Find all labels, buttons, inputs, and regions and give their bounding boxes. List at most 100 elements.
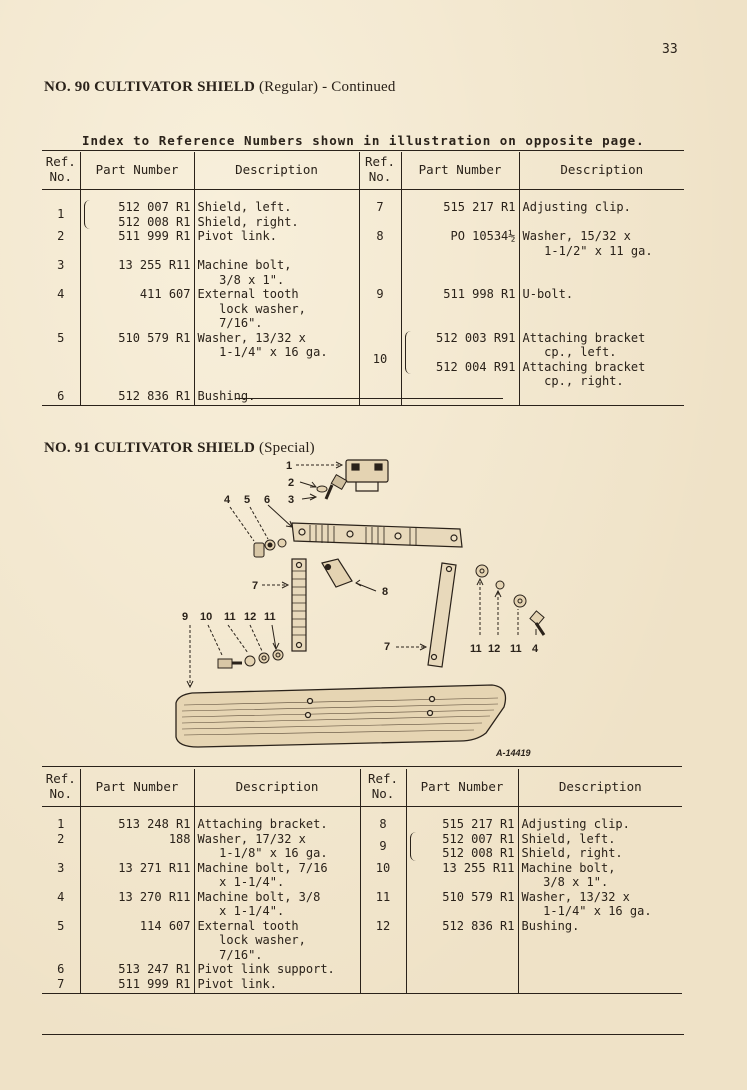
part-number: 511 999 R1 [118, 976, 191, 991]
part-number-cell: 13 270 R11 [80, 889, 195, 919]
col-ref-header: Ref. No. [360, 769, 407, 807]
figure-id: A-14419 [495, 748, 531, 758]
ref-number: 9 [360, 831, 407, 861]
part-number: 512 007 R1 [442, 831, 515, 846]
part-number: 515 217 R1 [442, 817, 515, 831]
ref-number: 10 [359, 330, 402, 389]
description-line: Pivot link. [197, 976, 277, 991]
description-line: Washer, 15/32 x [522, 229, 631, 243]
description-cell: Shield, left.Shield, right. [518, 832, 682, 861]
part-number [413, 345, 516, 360]
description-line: Bushing. [521, 918, 580, 933]
col-desc-header: Description [194, 152, 360, 190]
part-number-cell: 13 255 R11 [80, 258, 195, 287]
description-line: 1-1/8" x 16 ga. [197, 846, 328, 860]
description-line: Adjusting clip. [522, 200, 631, 214]
part-number-cell: 13 255 R11 [406, 860, 519, 890]
part-number: 411 607 [139, 287, 191, 301]
lock-washer-part [253, 538, 287, 558]
col-ref-header: Ref. No. [359, 152, 402, 190]
description-line: Washer, 13/32 x [197, 330, 306, 345]
col-desc-header: Description [518, 769, 682, 807]
part-number-cell: 510 579 R1 [80, 330, 195, 389]
part-number-cell: 513 248 R1 [80, 806, 195, 832]
group-brace [404, 330, 411, 374]
part-number: 13 270 R11 [118, 889, 191, 904]
col-ref-header: Ref. No. [42, 152, 81, 190]
part-number: 13 255 R11 [442, 860, 515, 875]
description-cell: Machine bolt, 3/8 x 1-1/4". [194, 889, 361, 919]
ref-number: 4 [42, 889, 81, 919]
page-number: 33 [662, 42, 678, 57]
part-number: 511 998 R1 [443, 287, 516, 301]
parts-table-90: Ref. No. Part Number Description Ref. No… [42, 152, 684, 406]
description-cell: Washer, 17/32 x 1-1/8" x 16 ga. [194, 831, 361, 861]
description-cell: Attaching bracket cp., left.Attaching br… [519, 331, 684, 389]
callout-11: 11 [510, 643, 522, 655]
callout-5: 5 [244, 494, 250, 506]
description-line: Machine bolt, 7/16 [197, 860, 328, 875]
empty-cell [401, 388, 520, 406]
section-91-subtitle: (Special) [258, 440, 315, 456]
empty-cell [518, 976, 682, 994]
part-number: 513 248 R1 [118, 817, 191, 831]
description-line: 3/8 x 1". [197, 272, 285, 287]
description-cell: Pivot link support. [194, 962, 361, 977]
part-number: 512 004 R91 [436, 359, 516, 374]
description-line: Washer, 13/32 x [521, 889, 630, 904]
part-number: 512 836 R1 [442, 918, 515, 933]
section-90-title: NO. 90 CULTIVATOR SHIELD [44, 79, 255, 95]
description-line: Shield, right. [521, 846, 623, 860]
callout-11: 11 [264, 611, 276, 623]
ref-number: 4 [42, 287, 81, 331]
description-cell: Pivot link. [194, 976, 361, 994]
pivot-link-part [291, 558, 307, 652]
description-line: 1-1/4" x 16 ga. [521, 904, 652, 918]
empty-cell [406, 962, 519, 977]
ref-number: 1 [42, 189, 81, 229]
description-cell: Machine bolt, 7/16 x 1-1/4". [194, 860, 361, 890]
empty-cell [360, 962, 407, 977]
description-line: 7/16". [197, 947, 263, 962]
callout-11: 11 [470, 643, 482, 655]
description-cell: Washer, 15/32 x 1-1/2" x 11 ga. [519, 229, 684, 258]
part-number-cell: 511 999 R1 [80, 229, 195, 258]
description-line: Attaching bracket. [197, 817, 328, 831]
col-part-header: Part Number [401, 152, 520, 190]
description-line: Adjusting clip. [521, 817, 630, 831]
ref-number: 3 [42, 860, 81, 890]
section-90-heading: NO. 90 CULTIVATOR SHIELD (Regular) - Con… [44, 79, 396, 96]
col-part-header: Part Number [80, 769, 195, 807]
ref-number: 2 [42, 831, 81, 861]
part-number-cell: 511 999 R1 [80, 976, 195, 994]
description-line: lock washer, [197, 301, 306, 316]
description-line: Bushing. [197, 388, 256, 403]
group-brace [409, 831, 416, 861]
col-desc-header: Description [194, 769, 361, 807]
part-number-cell: 13 271 R11 [80, 860, 195, 890]
part-number-cell: 512 836 R1 [80, 388, 195, 406]
callout-9: 9 [182, 611, 188, 623]
callout-leaders [186, 461, 537, 689]
description-line: Washer, 17/32 x [197, 831, 306, 846]
part-number-cell: 515 217 R1 [406, 806, 519, 832]
part-number: 13 255 R11 [118, 258, 191, 272]
description-line: 1-1/2" x 11 ga. [522, 243, 653, 258]
table-90-top-rule [42, 150, 684, 151]
part-number-cell: 515 217 R1 [401, 189, 520, 229]
description-line: Attaching bracket [522, 330, 646, 345]
part-number: 188 [168, 831, 191, 846]
part-number: PO 10534½ [450, 229, 516, 243]
description-line: Shield, left. [521, 831, 616, 846]
empty-cell [359, 388, 402, 406]
pivot-link-part [427, 562, 457, 668]
